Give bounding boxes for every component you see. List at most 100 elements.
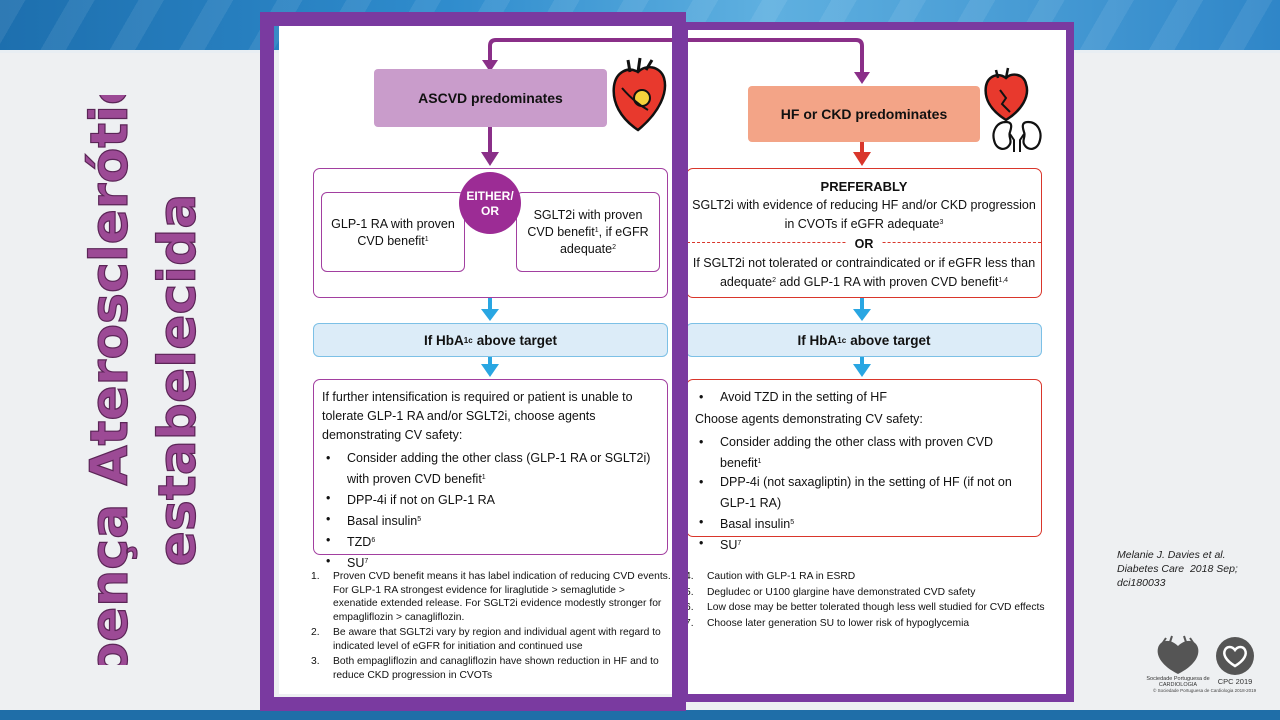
left-agents-list: Consider adding the other class (GLP-1 R…	[322, 449, 659, 573]
spc-logo	[1157, 635, 1199, 674]
hf-highlight-frame	[680, 22, 1074, 702]
alternative-footnote-ref-a: 2	[772, 277, 776, 284]
list-item-text: TZD	[347, 535, 372, 549]
footnote-number: 3.	[311, 656, 320, 667]
glp1-option-label: GLP-1 RA with proven CVD benefit	[331, 216, 455, 248]
footnotes-left: 1. Proven CVD benefit means it has label …	[311, 570, 671, 684]
alternative-text-a: If SGLT2i not tolerated or contraindicat…	[692, 256, 1036, 289]
list-item: SU7	[322, 552, 659, 573]
citation-line3: dci180033	[1117, 577, 1166, 589]
preferably-text: SGLT2i with evidence of reducing HF and/…	[687, 197, 1041, 233]
list-item-text: DPP-4i (not saxagliptin) in the setting …	[720, 475, 1012, 510]
alternative-text: If SGLT2i not tolerated or contraindicat…	[687, 255, 1041, 291]
list-item-footnote-ref: 1	[481, 474, 486, 481]
citation: Melanie J. Davies et al. Diabetes Care 2…	[1117, 548, 1267, 590]
list-item: Basal insulin5	[695, 513, 1033, 534]
preferably-title: PREFERABLY	[820, 179, 908, 194]
side-title-line1: Doença Aterosclerótica	[80, 95, 140, 665]
sglt2-footnote-ref-b: 2	[612, 244, 617, 251]
side-title-line2: estabelecida	[148, 194, 205, 567]
sglt2-option-box: SGLT2i with proven CVD benefit1, if eGFR…	[516, 192, 660, 272]
cpc-logo	[1216, 637, 1254, 675]
alternative-footnote-ref-b: 1,4	[998, 277, 1009, 284]
footnote-text: Proven CVD benefit means it has label in…	[333, 571, 671, 623]
footnote: 5. Degludec or U100 glargine have demonst…	[685, 586, 1045, 600]
list-item: TZD6	[322, 531, 659, 552]
list-item: SU7	[695, 534, 1033, 555]
footnote-text: Choose later generation SU to lower risk…	[707, 617, 970, 629]
list-item-text: SU	[347, 556, 365, 570]
list-item: Avoid TZD in the setting of HF	[695, 388, 1033, 407]
cpc-logo-name: CPC 2019	[1217, 677, 1253, 686]
list-item-footnote-ref: 1	[757, 458, 762, 465]
footnote-text: Both empagliflozin and canagliflozin hav…	[333, 656, 659, 681]
footnote: 4.Caution with GLP-1 RA in ESRD	[685, 570, 1045, 584]
citation-line1: Melanie J. Davies et al.	[1117, 549, 1226, 561]
hf-ckd-header: HF or CKD predominates	[748, 86, 980, 142]
preferably-text-body: SGLT2i with evidence of reducing HF and/…	[692, 198, 1036, 231]
footnote: 7. Choose later generation SU to lower ri…	[685, 617, 1045, 631]
footnote: 1. Proven CVD benefit means it has label …	[311, 570, 671, 624]
hba1c-label-post: above target	[850, 332, 931, 348]
preferably-footnote-ref: 3	[939, 219, 944, 226]
footnotes-right: 4.Caution with GLP-1 RA in ESRD 5. Deglud…	[685, 570, 1045, 632]
footnote-number: 7.	[685, 617, 694, 629]
footnote-number: 2.	[311, 627, 320, 638]
alternative-text-b: add GLP-1 RA with proven CVD benefit	[775, 275, 999, 289]
list-item-footnote-ref: 5	[790, 519, 795, 526]
glp1-option-box: GLP-1 RA with proven CVD benefit1	[321, 192, 465, 272]
hba1c-label-pre: If HbA	[424, 332, 464, 348]
hba1c-label-pre: If HbA	[797, 332, 838, 348]
list-item-footnote-ref: 7	[364, 558, 369, 565]
hba1c-label-sub: 1c	[463, 335, 473, 345]
left-agents-body: If further intensification is required o…	[322, 388, 659, 573]
list-item: DPP-4i if not on GLP-1 RA	[322, 489, 659, 510]
list-item-text: DPP-4i if not on GLP-1 RA	[347, 493, 495, 507]
footnote: 3. Both empagliflozin and canagliflozin h…	[311, 655, 671, 682]
either-or-badge: EITHER/OR	[459, 172, 521, 234]
spc-logo-name: Sociedade Portuguesa de CARDIOLOGIA	[1146, 676, 1210, 688]
bottom-banner	[0, 710, 1280, 720]
side-title: Doença Aterosclerótica estabelecida	[75, 39, 208, 720]
sglt2-option-label-b: , if eGFR adequate	[559, 225, 649, 256]
list-item-text: Consider adding the other class with pro…	[720, 435, 994, 470]
sglt2-footnote-ref-a: 1	[594, 227, 599, 234]
footnote-text: Be aware that SGLT2i vary by region and …	[333, 627, 661, 652]
footnote: 6. Low dose may be better tolerated thoug…	[685, 601, 1045, 615]
footnote-number: 6.	[685, 602, 694, 613]
glp1-option-text: GLP-1 RA with proven CVD benefit1	[322, 193, 464, 271]
right-agents-intro: Choose agents demonstrating CV safety:	[695, 412, 923, 426]
list-item: DPP-4i (not saxagliptin) in the setting …	[695, 473, 1033, 513]
list-item-text: Avoid TZD in the setting of HF	[720, 390, 887, 404]
citation-line2: Diabetes Care 2018 Sep;	[1117, 563, 1238, 575]
glp1-footnote-ref: 1	[424, 235, 429, 243]
list-item-text: Basal insulin	[720, 517, 791, 531]
ascvd-header: ASCVD predominates	[374, 69, 607, 127]
list-item-footnote-ref: 5	[417, 516, 422, 523]
or-label: OR	[687, 235, 1041, 253]
sglt2-option-label-a: SGLT2i with proven CVD benefit	[527, 208, 643, 239]
footnote-text: Caution with GLP-1 RA in ESRD	[707, 571, 856, 582]
list-item-footnote-ref: 6	[371, 537, 376, 544]
ascvd-highlight-frame	[260, 12, 686, 711]
sglt2-option-text: SGLT2i with proven CVD benefit1, if eGFR…	[517, 193, 659, 271]
footnote-text: Degludec or U100 glargine have demonstra…	[707, 586, 976, 598]
left-agents-box: If further intensification is required o…	[313, 379, 668, 571]
left-agents-intro: If further intensification is required o…	[322, 390, 633, 442]
right-agents-box: Avoid TZD in the setting of HF Choose ag…	[686, 379, 1042, 553]
footnote-number: 1.	[311, 571, 320, 582]
footnote: 2. Be aware that SGLT2i vary by region an…	[311, 626, 671, 653]
hba1c-label-sub: 1c	[837, 335, 847, 345]
logo-footer: © Sociedade Portuguesa de Cardiologia 20…	[1153, 688, 1257, 693]
list-item-text: Basal insulin	[347, 514, 418, 528]
preferably-box: PREFERABLY SGLT2i with evidence of reduc…	[686, 168, 1042, 298]
list-item-text: Consider adding the other class (GLP-1 R…	[347, 451, 651, 486]
or-label-text: OR	[846, 237, 882, 251]
footnote-number: 5.	[685, 586, 694, 598]
footnote-text: Low dose may be better tolerated though …	[707, 602, 1045, 613]
right-agents-list: Consider adding the other class with pro…	[695, 433, 1033, 555]
list-item-footnote-ref: 7	[737, 540, 742, 547]
right-agents-first-list: Avoid TZD in the setting of HF	[695, 388, 1033, 407]
